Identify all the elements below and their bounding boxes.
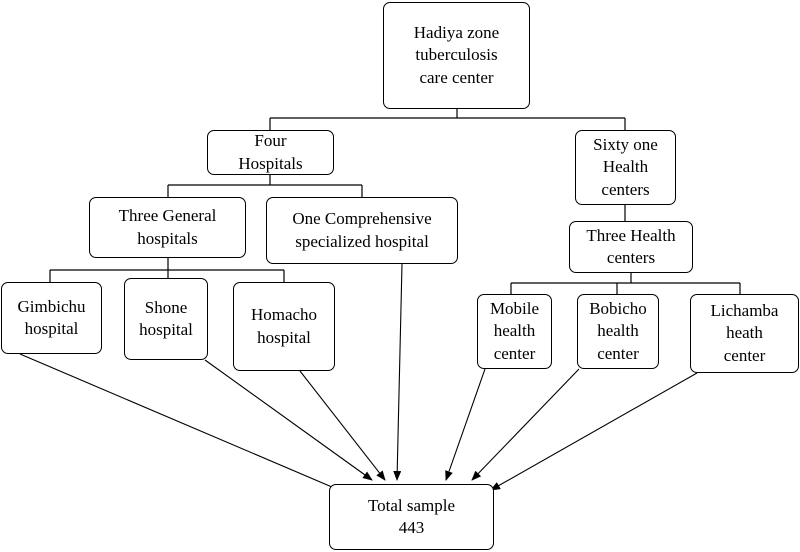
node-lichamba-health-center: Lichamba heath center	[690, 294, 799, 373]
connector-general-branch	[49, 258, 285, 282]
arrow-bobicho-total	[471, 368, 580, 481]
node-bobicho-health-center: Bobicho health center	[577, 294, 659, 369]
arrow-mobile-total	[445, 368, 486, 481]
node-mobile-health-center: Mobile health center	[477, 294, 552, 369]
arrow-comprehensive-total	[393, 263, 403, 481]
node-total-sample: Total sample 443	[329, 484, 494, 550]
node-one-comprehensive-hospital: One Comprehensive specialized hospital	[266, 197, 458, 264]
node-homacho-hospital: Homacho hospital	[233, 282, 335, 371]
connector-hc-branch	[510, 273, 741, 294]
arrow-shone-total	[204, 359, 373, 481]
node-root: Hadiya zone tuberculosis care center	[383, 2, 530, 109]
connector-root-branch	[269, 109, 626, 130]
arrow-gimbichu-total	[19, 353, 347, 494]
node-four-hospitals: Four Hospitals	[207, 130, 334, 175]
node-shone-hospital: Shone hospital	[124, 278, 208, 360]
arrow-homacho-total	[299, 370, 386, 481]
node-three-health-centers: Three Health centers	[569, 221, 693, 273]
node-three-general-hospitals: Three General hospitals	[89, 197, 246, 258]
connector-hospitals-branch	[167, 175, 363, 197]
arrow-lichamba-total	[490, 372, 698, 491]
node-sixty-one-health-centers: Sixty one Health centers	[575, 130, 676, 205]
node-gimbichu-hospital: Gimbichu hospital	[1, 282, 102, 354]
